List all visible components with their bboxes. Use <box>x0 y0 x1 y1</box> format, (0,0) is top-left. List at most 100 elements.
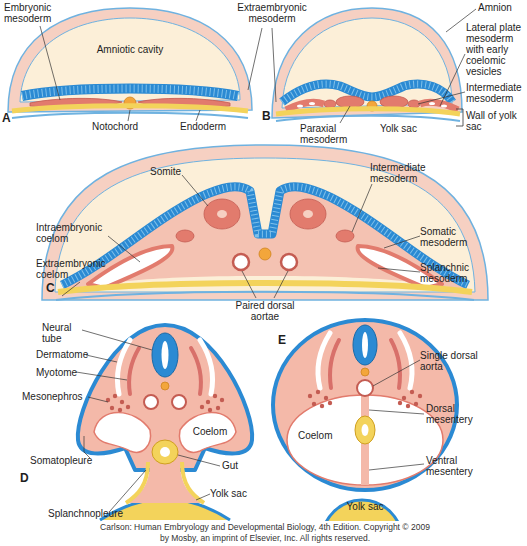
panel-d-embryo-part <box>94 413 150 453</box>
panel-d-embryo-part <box>152 440 178 464</box>
panel-letter: C <box>46 282 60 295</box>
structure-label: Yolk sac <box>210 488 260 499</box>
panel-d-embryo-part-part <box>126 405 130 409</box>
panel-c-embryo-part <box>55 158 475 292</box>
panel-c-embryo-part <box>204 199 240 229</box>
panel-b-embryo-part <box>380 96 408 108</box>
panel-b-embryo-part <box>309 102 315 105</box>
leader-lines-part <box>352 184 372 232</box>
panel-b-embryo-part <box>276 109 460 114</box>
structure-label: Extraembryonic coelom <box>36 258 111 280</box>
structure-label: Endoderm <box>180 121 240 132</box>
panel-c-embryo-part <box>281 254 297 270</box>
structure-label: Intraembryonic coelom <box>36 222 111 244</box>
panel-d-embryo-part <box>78 325 252 470</box>
panel-e-embryo-part-part <box>418 394 422 398</box>
structure-label: Somatopleure <box>30 455 100 466</box>
panel-d-embryo-part-part <box>110 406 114 410</box>
structure-label: Yolk sac <box>340 501 390 512</box>
panel-e-embryo-part-part <box>406 404 410 408</box>
panel-a-embryo-part <box>22 89 238 97</box>
leader-lines-part <box>384 236 420 248</box>
leader-lines-part <box>88 397 108 402</box>
leader-lines-part <box>369 410 424 414</box>
leader-lines-part <box>418 92 465 104</box>
panel-b-embryo-part <box>324 100 336 108</box>
panel-d-embryo-part-part <box>113 394 117 398</box>
panel-e-embryo-part-part <box>328 401 332 405</box>
leader-lines-part <box>242 271 256 298</box>
panel-c-embryo-part <box>259 248 271 260</box>
leader-lines-part <box>378 268 420 272</box>
structure-label: Intermediate mesoderm <box>466 82 527 104</box>
leader-lines-part <box>178 455 220 466</box>
panel-e-embryo-part <box>357 380 373 396</box>
panel-d-embryo-part <box>152 333 178 377</box>
panel-b-embryo-part <box>282 18 452 108</box>
panel-e-embryo-part-part <box>410 390 414 394</box>
structure-label: Dorsal mesentery <box>426 403 496 425</box>
panel-e-embryo-part <box>322 500 402 521</box>
leader-lines-part <box>440 54 465 106</box>
panel-b-embryo-part <box>297 104 303 107</box>
structure-label: Coelom <box>298 430 348 441</box>
panel-d-embryo-part <box>126 462 148 503</box>
panel-d-embryo-part <box>162 341 169 369</box>
panel-d-embryo-part-part <box>206 400 210 404</box>
structure-label: Coelom <box>188 426 232 437</box>
panel-a-embryo <box>8 8 252 118</box>
structure-label: Splanchnic mesoderm <box>420 262 490 284</box>
panel-c-embryo-part <box>303 210 313 218</box>
panel-d-embryo-part-part <box>200 405 204 409</box>
leader-lines-part <box>196 110 200 121</box>
panel-e-embryo-part-part <box>402 396 406 400</box>
panel-c-embryo-part <box>233 254 249 270</box>
structure-label: Amniotic cavity <box>85 44 175 55</box>
structure-label: Single dorsal aorta <box>420 350 500 372</box>
panel-e-embryo-part-part <box>324 396 328 400</box>
structure-label: Dermatome <box>36 349 96 360</box>
leader-lines-part <box>76 372 127 380</box>
leader-lines-part <box>196 494 210 500</box>
panel-d-embryo-part-part <box>216 406 220 410</box>
panel-c-embryo-part <box>217 210 227 218</box>
structure-label: Somatic mesoderm <box>420 226 490 248</box>
panel-d-embryo-part <box>128 462 202 503</box>
structure-label: Intermediate mesoderm <box>370 162 450 184</box>
panel-letter: D <box>20 472 34 485</box>
leader-lines-part <box>248 28 262 90</box>
leader-lines-part <box>62 282 80 296</box>
leader-lines-part <box>369 464 424 470</box>
panel-a-embryo-part <box>20 18 240 102</box>
panel-d-embryo-part-part <box>213 394 217 398</box>
panel-d-embryo-part-part <box>220 398 224 402</box>
structure-label: Paraxial mesoderm <box>300 123 360 145</box>
structure-label: Somite <box>150 166 200 177</box>
panel-a-embryo-part <box>22 89 238 97</box>
structure-label: Embryonic mesoderm <box>4 2 74 24</box>
structure-label: Notochord <box>92 121 152 132</box>
panel-c-embryo-part <box>176 230 194 242</box>
structure-label: Yolk sac <box>380 123 430 134</box>
leader-lines-part <box>182 175 208 206</box>
leader-lines-part <box>86 355 117 362</box>
panel-c-embryo-part <box>336 230 354 242</box>
panel-letter: E <box>278 334 292 347</box>
panel-b-embryo-part <box>429 102 435 105</box>
panel-d-embryo-part-part <box>208 408 212 412</box>
panel-e-embryo-part <box>361 368 369 376</box>
structure-label: Ventral mesentery <box>426 455 496 477</box>
panel-c-embryo-part <box>290 199 326 229</box>
panel-e-embryo-part-part <box>308 394 312 398</box>
panel-b-embryo-part <box>276 116 460 121</box>
leader-lines-part <box>340 106 350 123</box>
panel-e-embryo-part <box>355 416 375 444</box>
panel-b-embryo-part <box>456 109 463 126</box>
leader-lines-part <box>274 271 288 298</box>
leader-lines-part <box>82 330 152 350</box>
panel-d-embryo-part <box>191 348 201 394</box>
panel-d-embryo-part-part <box>118 408 122 412</box>
structure-label: Myotome <box>36 367 96 378</box>
panel-c-embryo-part <box>58 283 472 292</box>
